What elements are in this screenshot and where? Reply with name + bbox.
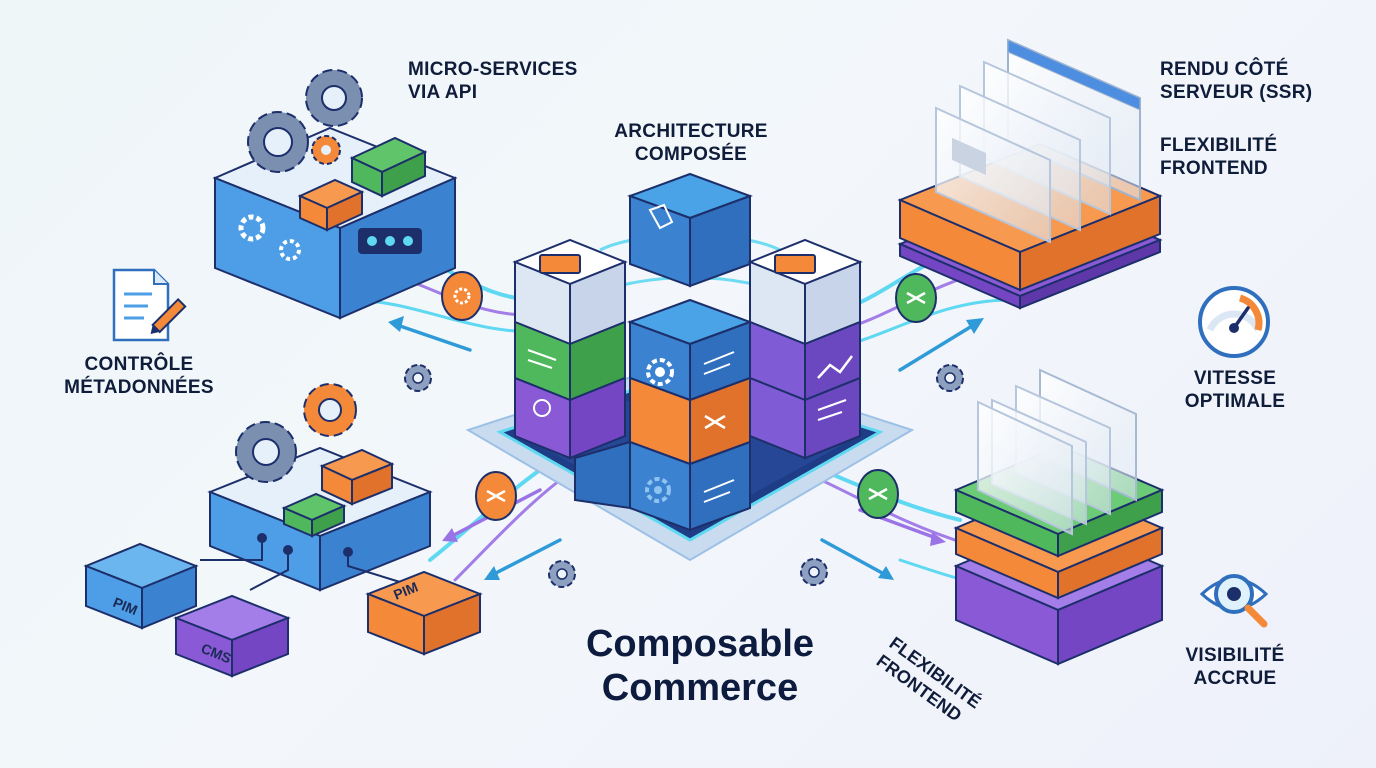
cube-purple-left bbox=[514, 376, 626, 460]
cube-orange-front bbox=[629, 376, 751, 466]
cube-green-left bbox=[514, 320, 626, 402]
label-ssr: RENDU CÔTÉ SERVEUR (SSR) bbox=[1160, 58, 1370, 104]
lego-brick-icon bbox=[319, 448, 395, 506]
speedometer-icon bbox=[1198, 286, 1270, 358]
gear-icon bbox=[279, 239, 301, 261]
gear-icon bbox=[235, 421, 297, 483]
flow-arrows bbox=[388, 316, 984, 580]
content-sources-block bbox=[200, 383, 433, 592]
lego-brick-icon bbox=[297, 178, 365, 232]
cube-blue-front-bottom bbox=[574, 440, 751, 532]
label-metadata-line1: CONTRÔLE bbox=[84, 354, 194, 375]
lego-brick-icon bbox=[281, 492, 347, 538]
browser-window-icon bbox=[977, 368, 1137, 536]
page-title-line1: Composable bbox=[585, 623, 815, 665]
gear-icon bbox=[247, 111, 309, 173]
magnifier-eye-icon bbox=[1199, 574, 1269, 628]
ssr-layer-stack bbox=[897, 38, 1163, 310]
page-title: Composable Commerce bbox=[520, 622, 880, 710]
pim-box-left: PIM bbox=[83, 542, 199, 630]
pim-box-right: PIM bbox=[365, 570, 483, 656]
gear-icon bbox=[404, 364, 432, 392]
shuffle-icon bbox=[475, 471, 517, 521]
arrow-icon bbox=[820, 538, 894, 580]
label-ssr-line2: SERVEUR (SSR) bbox=[1160, 82, 1313, 103]
gear-icon bbox=[311, 135, 341, 165]
label-visibility-line2: ACCRUE bbox=[1193, 668, 1277, 689]
microservices-block bbox=[212, 69, 458, 320]
arrow-icon bbox=[484, 538, 562, 580]
label-flex-top-line2: FRONTEND bbox=[1160, 158, 1268, 179]
label-microservices-line1: MICRO-SERVICES bbox=[408, 59, 578, 80]
label-microservices: MICRO-SERVICES VIA API bbox=[408, 58, 628, 104]
gear-icon bbox=[800, 558, 828, 586]
shuffle-icon bbox=[704, 414, 726, 430]
label-flex-top: FLEXIBILITÉ FRONTEND bbox=[1160, 134, 1370, 180]
label-architecture-line1: ARCHITECTURE bbox=[614, 121, 768, 142]
arrow-icon bbox=[388, 316, 472, 352]
central-architecture bbox=[465, 172, 915, 562]
label-speed-line1: VITESSE bbox=[1193, 368, 1277, 389]
gear-icon bbox=[645, 477, 671, 503]
gear-icon bbox=[238, 214, 266, 242]
label-metadata: CONTRÔLE MÉTADONNÉES bbox=[44, 353, 234, 399]
gear-icon bbox=[305, 69, 363, 127]
gear-icon bbox=[646, 358, 674, 386]
shuffle-icon bbox=[857, 469, 899, 519]
label-flex-top-line1: FLEXIBILITÉ bbox=[1160, 135, 1278, 156]
cms-box: CMS bbox=[173, 594, 291, 678]
shuffle-icon bbox=[441, 271, 483, 321]
gear-icon bbox=[548, 560, 576, 588]
frontend-layer-stack bbox=[953, 368, 1165, 666]
lego-brick-icon bbox=[349, 136, 428, 198]
arrow-icon bbox=[898, 318, 984, 372]
gear-icon bbox=[936, 364, 964, 392]
cube-orange-top-right bbox=[747, 238, 863, 346]
label-speed-line2: OPTIMALE bbox=[1184, 391, 1286, 412]
label-ssr-line1: RENDU CÔTÉ bbox=[1160, 59, 1289, 80]
cube-purple-right-bottom bbox=[749, 376, 861, 460]
label-visibility: VISIBILITÉ ACCRUE bbox=[1150, 644, 1320, 690]
label-visibility-line1: VISIBILITÉ bbox=[1185, 645, 1285, 666]
document-edit-icon bbox=[112, 268, 187, 342]
cube-top-center bbox=[627, 172, 753, 288]
gear-icon bbox=[303, 383, 357, 437]
page-title-line2: Commerce bbox=[601, 667, 799, 709]
shuffle-icon bbox=[895, 273, 937, 323]
label-microservices-line2: VIA API bbox=[408, 82, 478, 103]
label-speed: VITESSE OPTIMALE bbox=[1150, 367, 1320, 413]
label-metadata-line2: MÉTADONNÉES bbox=[64, 377, 214, 398]
label-architecture-line2: COMPOSÉE bbox=[634, 144, 748, 165]
label-architecture: ARCHITECTURE COMPOSÉE bbox=[586, 120, 796, 166]
